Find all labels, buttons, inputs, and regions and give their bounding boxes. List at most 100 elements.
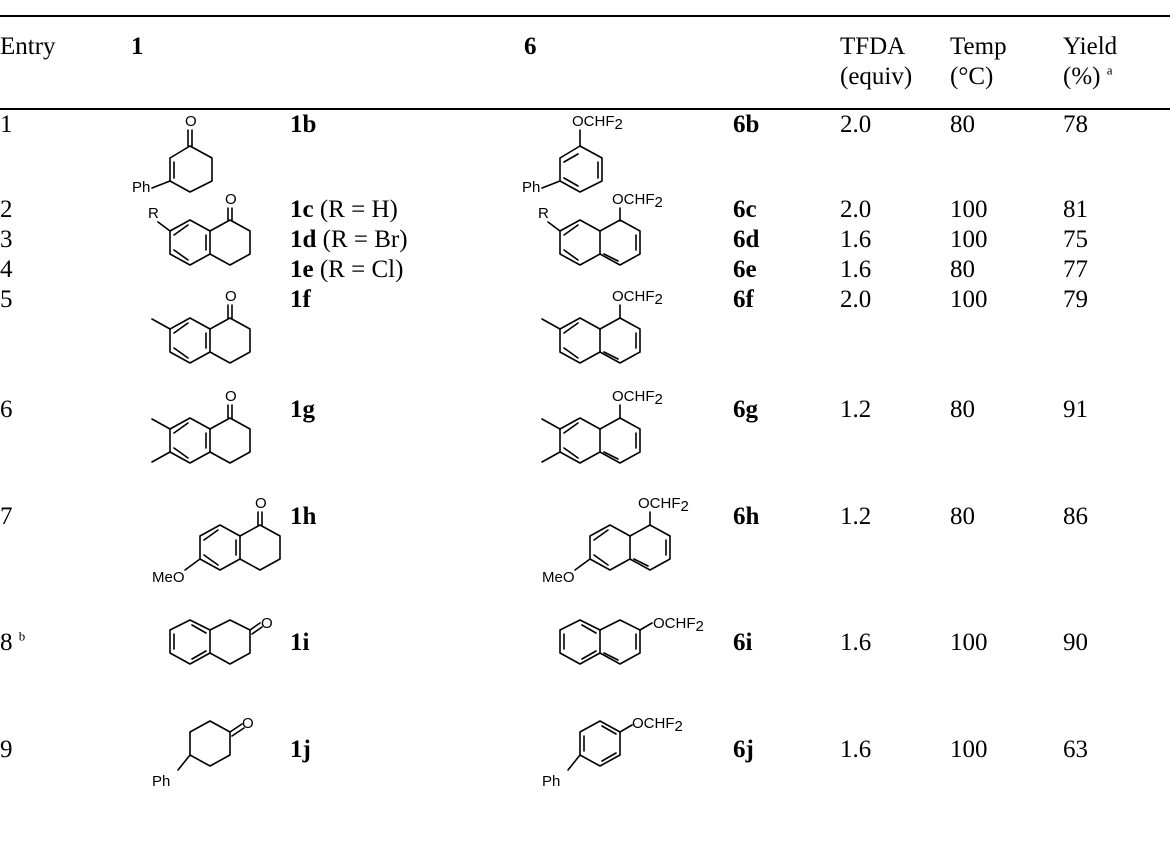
- methoxy-label: MeO: [542, 569, 575, 586]
- aromatic-bond: [601, 725, 617, 735]
- aromatic-bond: [581, 624, 597, 634]
- atom-oxygen-label: O: [255, 495, 267, 512]
- header-yield-unit: (%): [1063, 63, 1101, 90]
- r-bond: [157, 221, 171, 232]
- row-7-yield: 86: [1063, 503, 1088, 530]
- ochf2-label: OCHF2: [612, 191, 663, 211]
- structure-6g: OCHF2: [541, 388, 663, 464]
- phenyl-label: Ph: [132, 179, 150, 196]
- header-temp: Temp (°C): [950, 32, 1007, 92]
- saturated-ring: [209, 219, 251, 266]
- row-4-reactant-sub: (R = Cl): [313, 256, 404, 283]
- row-4-reactant: 1e (R = Cl): [290, 255, 403, 285]
- aromatic-ring-left: [559, 619, 601, 665]
- header-yield-line1: Yield: [1063, 33, 1118, 60]
- ochf2-label: OCHF2: [653, 615, 704, 635]
- aromatic-bond: [563, 322, 579, 334]
- header-yield-footnote: a: [1106, 62, 1113, 78]
- aromatic-bond: [173, 224, 189, 236]
- row-8-entry-footnote: b: [18, 628, 26, 644]
- cyclohexanone-ring: [189, 720, 231, 767]
- aromatic-ring: [169, 219, 211, 266]
- row-2-yield: 81: [1063, 196, 1088, 223]
- aromatic-bond: [603, 652, 619, 661]
- row-7-product-id: 6h: [733, 503, 760, 530]
- aromatic-ring: [169, 417, 211, 464]
- row-4-temp: 80: [950, 256, 975, 283]
- header-tfda-line1: TFDA: [840, 33, 906, 60]
- aromatic-bond: [173, 447, 189, 459]
- methyl-bond: [541, 318, 561, 330]
- row-4-reactant-id: 1e: [290, 256, 314, 283]
- atom-oxygen-label: O: [225, 288, 237, 305]
- aromatic-bond: [563, 347, 579, 359]
- ochf2-label: OCHF2: [572, 113, 623, 133]
- phenyl-bond: [567, 754, 581, 771]
- row-7-entry: 7: [0, 503, 13, 530]
- row-9-temp: 100: [950, 736, 988, 763]
- aromatic-ring: [169, 619, 211, 665]
- aromatic-bond: [191, 650, 207, 660]
- phenyl-bond: [151, 180, 171, 189]
- ochf2-label: OCHF2: [632, 715, 683, 735]
- row-1-entry: 1: [0, 111, 13, 138]
- header-reactant: 1: [131, 33, 144, 60]
- saturated-ring: [209, 619, 251, 665]
- methoxy-label: MeO: [152, 569, 185, 586]
- row-5-reactant-id: 1f: [290, 286, 311, 313]
- aromatic-ring: [169, 317, 211, 364]
- methyl-bond: [541, 451, 561, 463]
- aromatic-ring: [199, 524, 241, 571]
- row-5-entry: 5: [0, 286, 13, 313]
- row-3-product-id: 6d: [733, 226, 760, 253]
- row-8-tfda: 1.6: [840, 629, 872, 656]
- row-2-entry: 2: [0, 196, 13, 223]
- aromatic-ring-right: [599, 619, 641, 665]
- structure-1c-1e: O R: [148, 191, 251, 266]
- phenyl-label: Ph: [522, 179, 540, 196]
- row-2-reactant-id: 1c: [290, 196, 314, 223]
- atom-oxygen-label: O: [185, 113, 197, 130]
- structure-6f: OCHF2: [541, 288, 663, 364]
- row-2-temp: 100: [950, 196, 988, 223]
- row-6-reactant-id: 1g: [290, 396, 315, 423]
- phenyl-label: Ph: [542, 773, 560, 790]
- saturated-ring: [209, 417, 251, 464]
- carbonyl-bond: [229, 723, 243, 733]
- structure-6j: OCHF2 Ph: [542, 715, 683, 790]
- methoxy-bond: [574, 558, 591, 571]
- table-top-rule: [0, 15, 1170, 17]
- aromatic-bond: [563, 447, 579, 459]
- structure-1g: O: [151, 388, 251, 464]
- row-5-tfda: 2.0: [840, 286, 872, 313]
- header-tfda: TFDA (equiv): [840, 32, 912, 92]
- phenyl-bond: [177, 754, 191, 771]
- ochf2-label: OCHF2: [612, 288, 663, 308]
- methyl-bond: [151, 418, 171, 430]
- aromatic-ring-right: [629, 524, 671, 571]
- row-7-reactant-id: 1h: [290, 503, 317, 530]
- saturated-ring: [239, 524, 281, 571]
- aromatic-bond: [173, 347, 189, 359]
- row-9-product-id: 6j: [733, 736, 754, 763]
- phenyl-label: Ph: [152, 773, 170, 790]
- aromatic-ring-left: [559, 417, 601, 464]
- header-temp-line1: Temp: [950, 33, 1007, 60]
- benzene-ring: [579, 720, 621, 767]
- aromatic-ring-left: [559, 317, 601, 364]
- r-group-label: R: [148, 205, 159, 222]
- benzene-ring: [559, 145, 603, 193]
- aromatic-bond: [191, 624, 207, 634]
- aromatic-bond: [563, 224, 579, 236]
- row-4-tfda: 1.6: [840, 256, 872, 283]
- row-8-entry: 8 b: [0, 628, 25, 658]
- phenyl-bond: [541, 180, 561, 189]
- row-9-yield: 63: [1063, 736, 1088, 763]
- aromatic-bond: [203, 529, 219, 541]
- row-6-temp: 80: [950, 396, 975, 423]
- carbonyl-bond: [249, 622, 261, 631]
- structure-6i: OCHF2: [559, 615, 704, 665]
- cyclohexenone-ring: [169, 145, 213, 193]
- structure-1b: O Ph: [132, 113, 213, 196]
- o-aryl-bond: [639, 622, 653, 631]
